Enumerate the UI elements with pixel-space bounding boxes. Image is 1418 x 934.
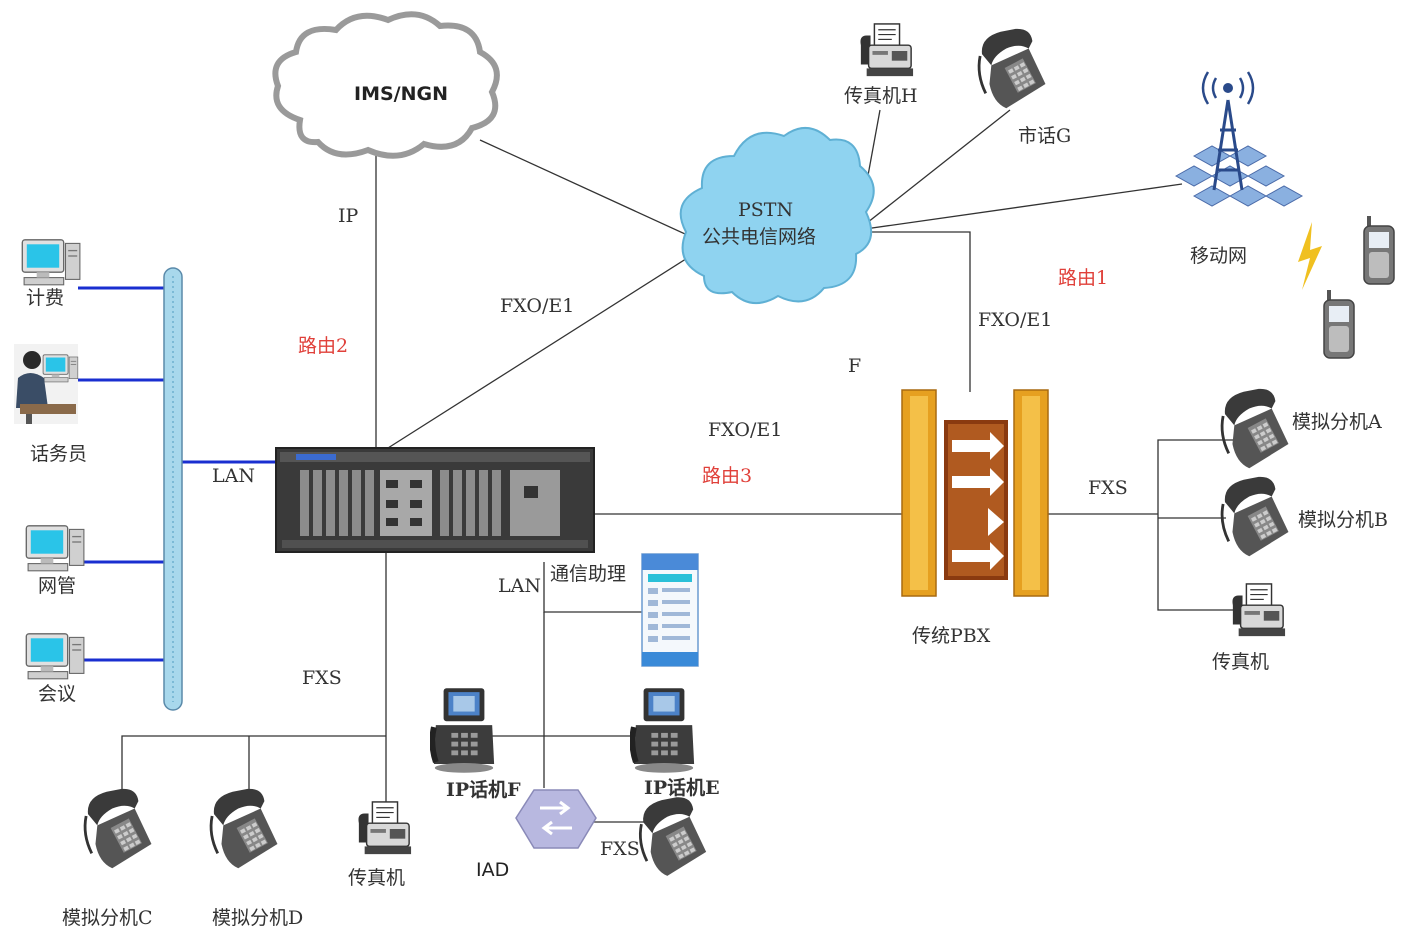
ims-ngn-label: IMS/NGN — [354, 83, 448, 105]
right-fax-label: 传真机 — [1212, 651, 1269, 673]
ims-ngn-cloud-icon — [272, 11, 500, 159]
conference-computer-icon — [25, 633, 85, 680]
f-label: F — [848, 355, 861, 377]
pstn-subtitle: 公共电信网络 — [702, 226, 816, 248]
route2-label: 路由2 — [298, 335, 348, 357]
network-management-computer-icon — [25, 525, 85, 572]
mobile-network-label: 移动网 — [1190, 245, 1247, 267]
pstn-cloud-icon — [679, 127, 875, 304]
lan-sub-label: LAN — [498, 575, 541, 597]
right-fax-icon — [1231, 583, 1286, 637]
mobile-phone-2-icon — [1323, 290, 1355, 359]
software-window-icon — [641, 553, 699, 667]
operator-label: 话务员 — [30, 443, 87, 465]
lightning-icon — [1298, 222, 1322, 290]
route3-label: 路由3 — [702, 465, 752, 487]
ext-b-label: 模拟分机B — [1298, 509, 1388, 531]
conference-label: 会议 — [38, 683, 76, 705]
ip-phone-e-label: IP话机E — [644, 777, 720, 799]
ext-b-phone-icon — [1220, 476, 1290, 558]
fxs-iad-label: FXS — [600, 838, 640, 860]
ext-a-label: 模拟分机A — [1292, 411, 1382, 433]
ip-phone-e-icon — [632, 688, 694, 773]
pbx-icon — [901, 389, 1049, 597]
gateway-chassis-icon — [275, 447, 595, 553]
phone-g-label: 市话G — [1018, 125, 1071, 147]
iad-label: IAD — [476, 859, 509, 881]
fxo-e1-right-label: FXO/E1 — [978, 309, 1052, 331]
ext-c-phone-icon — [83, 788, 153, 870]
ip-phone-f-icon — [432, 688, 494, 773]
pbx-label: 传统PBX — [912, 625, 991, 647]
iad-router-icon — [515, 789, 597, 849]
billing-computer-icon — [21, 239, 81, 286]
fax-h-label: 传真机H — [844, 85, 918, 107]
bottom-fax-label: 传真机 — [348, 867, 405, 889]
iad-phone-icon — [638, 796, 708, 878]
ext-c-label: 模拟分机C — [62, 907, 153, 929]
fax-h-icon — [859, 23, 914, 77]
ip-phone-f-label: IP话机F — [446, 779, 521, 801]
ext-d-label: 模拟分机D — [212, 907, 303, 929]
lan-main-label: LAN — [212, 465, 255, 487]
mobile-tower-icon — [1174, 71, 1304, 207]
comm-assistant-label: 通信助理 — [550, 563, 626, 585]
fxs-left-label: FXS — [302, 667, 342, 689]
fxs-right-label: FXS — [1088, 477, 1128, 499]
lan-bus — [163, 267, 183, 711]
route1-label: 路由1 — [1058, 267, 1108, 289]
network-management-label: 网管 — [38, 575, 76, 597]
ext-d-phone-icon — [209, 788, 279, 870]
fxo-e1-mid-label: FXO/E1 — [708, 419, 782, 441]
mobile-phone-1-icon — [1363, 216, 1395, 285]
fxo-e1-top-label: FXO/E1 — [500, 295, 574, 317]
pstn-label: PSTN — [738, 199, 793, 221]
ext-a-phone-icon — [1220, 388, 1290, 470]
operator-icon — [14, 344, 79, 424]
billing-label: 计费 — [26, 287, 64, 309]
bottom-fax-icon — [357, 801, 412, 855]
ip-link-label: IP — [338, 205, 359, 227]
phone-g-icon — [977, 28, 1047, 110]
